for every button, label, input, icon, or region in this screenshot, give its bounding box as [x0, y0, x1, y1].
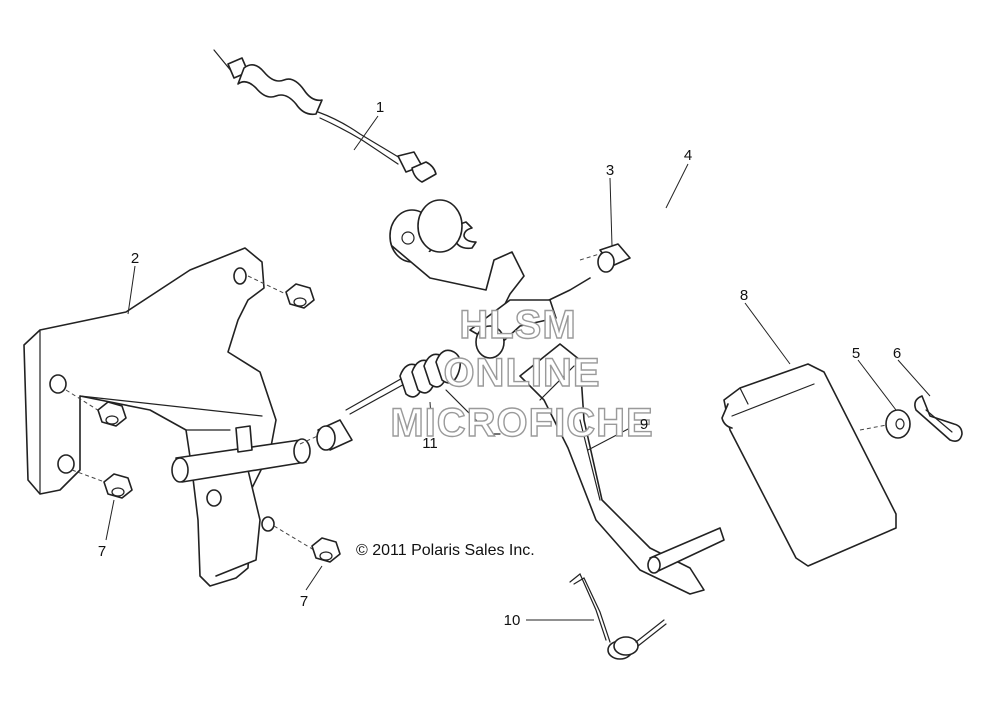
watermark-line-1: HLSM — [459, 303, 576, 347]
bushing-left — [299, 419, 353, 451]
leader-lines — [105, 115, 931, 621]
callout-9: 9 — [640, 416, 648, 433]
nut-right-lower — [273, 525, 341, 563]
nut-upper — [247, 275, 315, 309]
callout-11: 11 — [422, 435, 438, 452]
watermark-line-3: MICROFICHE — [390, 401, 653, 445]
callout-8: 8 — [740, 287, 748, 304]
throttle-cable — [213, 49, 437, 183]
watermark: HLSM ONLINE MICROFICHE — [390, 302, 654, 445]
pedal-bracket — [23, 247, 311, 587]
pedal-pad — [721, 363, 897, 567]
nut-left-upper — [65, 389, 127, 427]
copyright-notice: © 2011 Polaris Sales Inc. — [356, 542, 535, 559]
callout-6: 6 — [893, 345, 901, 362]
callout-7-right: 7 — [300, 593, 308, 610]
hairpin-clip — [914, 395, 963, 442]
callout-4: 4 — [684, 147, 692, 164]
callout-1: 1 — [376, 99, 384, 116]
pedal-arm — [519, 343, 725, 595]
callout-2: 2 — [131, 250, 139, 267]
callout-5: 5 — [852, 345, 860, 362]
callout-7-left: 7 — [98, 543, 106, 560]
callouts: 1 2 3 4 5 6 7 7 8 9 10 11 — [98, 99, 901, 629]
callout-10: 10 — [504, 612, 521, 629]
washer — [859, 409, 911, 439]
bushing-right — [579, 243, 631, 273]
torsion-spring — [345, 349, 501, 435]
throttle-lever — [389, 199, 591, 359]
nut-left-lower — [71, 469, 133, 499]
callout-3: 3 — [606, 162, 614, 179]
return-spring — [569, 573, 667, 660]
watermark-line-2: ONLINE — [443, 351, 600, 395]
